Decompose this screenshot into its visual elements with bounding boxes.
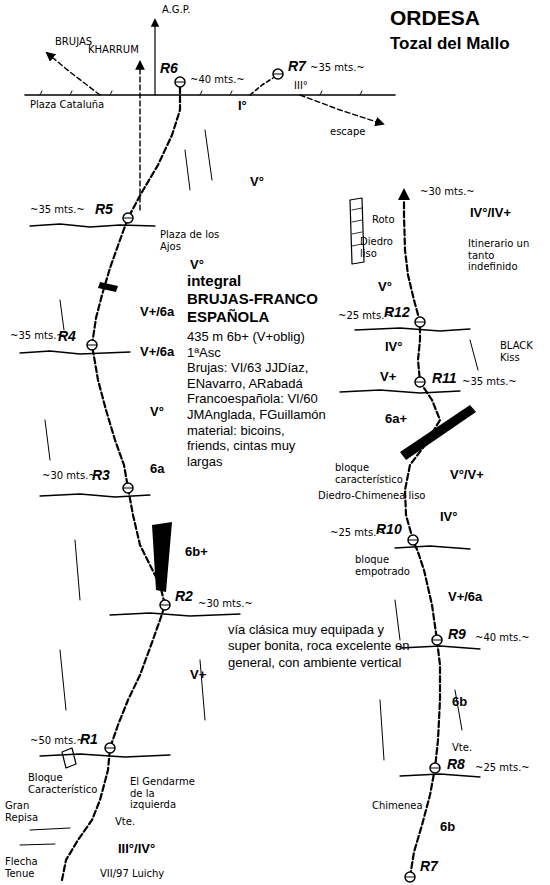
belay-number: R5: [95, 201, 113, 217]
route-note: Itinerario un tanto indefinido: [468, 238, 544, 273]
route-note: A.G.P.: [162, 4, 190, 16]
route-note: ~30 mts.~: [198, 598, 253, 610]
page-title: ORDESA: [390, 6, 480, 30]
route-note: ~50 mts.~: [30, 735, 85, 747]
route-note: bloque característico: [335, 462, 397, 485]
grade: V°/V+: [450, 468, 484, 483]
description-note: vía clásica muy equipada y super bonita,…: [228, 622, 413, 671]
route-note: ~35 mts.~: [310, 62, 365, 74]
subtitle: Tozal del Mallo: [390, 34, 510, 54]
grade: 6b: [440, 820, 455, 835]
belay-number: R1: [80, 731, 98, 747]
route-note: ~35 mts.~: [10, 330, 65, 342]
route-note: Vte.: [452, 742, 472, 754]
grade: I°: [238, 99, 247, 114]
grade: 6b+: [185, 545, 208, 560]
route-note: Diedro liso: [360, 236, 398, 259]
route-note: Bloque Característico: [28, 772, 96, 795]
grade: IV°: [440, 510, 457, 525]
grade: 6a+: [385, 412, 407, 427]
route-note: Flecha Tenue: [5, 856, 47, 879]
route-note: Plaza Cataluña: [30, 99, 104, 111]
route-note: ~30 mts.~: [42, 470, 97, 482]
grade: V+: [380, 370, 396, 385]
route-note: III°: [294, 80, 308, 92]
belay-number: R8: [447, 756, 465, 772]
route-note: ~35 mts.~: [462, 376, 517, 388]
belay-number: R11: [432, 370, 457, 386]
route-note: Roto: [372, 214, 395, 226]
grade: V+/6a: [448, 590, 482, 605]
route-note: Chimenea: [372, 800, 423, 812]
belay-number: R3: [92, 467, 110, 483]
grade: V°: [378, 280, 392, 295]
belay-number: R4: [58, 328, 76, 344]
grade: V°: [190, 258, 204, 273]
route-note: Plaza de los Ajos: [160, 229, 222, 252]
belay-number: R6: [160, 60, 178, 76]
route-note: ~30 mts.~: [420, 186, 475, 198]
grade: V+/6a: [140, 305, 174, 320]
grade: IV°: [385, 340, 402, 355]
grade: V+/6a: [140, 345, 174, 360]
grade: III°/IV°: [118, 842, 155, 857]
route-name: integral: [187, 272, 365, 290]
route-note: ~25 mts.~: [475, 762, 530, 774]
grade: V°: [250, 175, 264, 190]
belay-number: R2: [175, 588, 193, 604]
grade: V°: [150, 405, 164, 420]
grade: 6a: [150, 462, 164, 477]
belay-number: R10: [376, 521, 402, 537]
route-name: BRUJAS-FRANCO ESPAÑOLA: [187, 290, 339, 326]
belay-number: R7: [420, 858, 438, 874]
route-note: ~40 mts.~: [190, 74, 245, 86]
route-info: material: bicoins, friends, cintas muy l…: [187, 423, 319, 470]
route-note: Vte.: [115, 816, 135, 828]
route-note: ~40 mts.~: [475, 632, 530, 644]
route-note: Gran Repisa: [5, 800, 47, 823]
grade: V+: [190, 668, 206, 683]
belay-number: R9: [448, 626, 466, 642]
info-block: integralBRUJAS-FRANCO ESPAÑOLA 435 m 6b+ …: [187, 272, 365, 469]
route-note: BLACK Kiss: [500, 340, 542, 363]
grade: IV°/IV+: [470, 206, 511, 221]
route-note: VII/97 Luichy: [100, 868, 164, 880]
route-info: Francoespañola: VI/60 JMAnglada, FGuilla…: [187, 391, 355, 422]
route-note: El Gendarme de la izquierda: [130, 776, 202, 811]
route-note: Diedro-Chimenea liso: [318, 490, 425, 502]
route-note: KHARRUM: [88, 44, 139, 56]
route-info: Brujas: VI/63 JJDíaz, ENavarro, ARabadá: [187, 360, 355, 391]
route-info: 1ªAsc: [187, 345, 365, 361]
route-note: BRUJAS: [55, 36, 92, 48]
route-info: 435 m 6b+ (V+oblig): [187, 329, 365, 345]
route-note: bloque empotrado: [355, 554, 407, 577]
grade: 6b: [452, 695, 467, 710]
belay-number: R12: [384, 304, 410, 320]
route-note: ~35 mts.~: [30, 204, 85, 216]
route-note: escape: [330, 126, 366, 138]
belay-number: R7: [288, 58, 306, 74]
